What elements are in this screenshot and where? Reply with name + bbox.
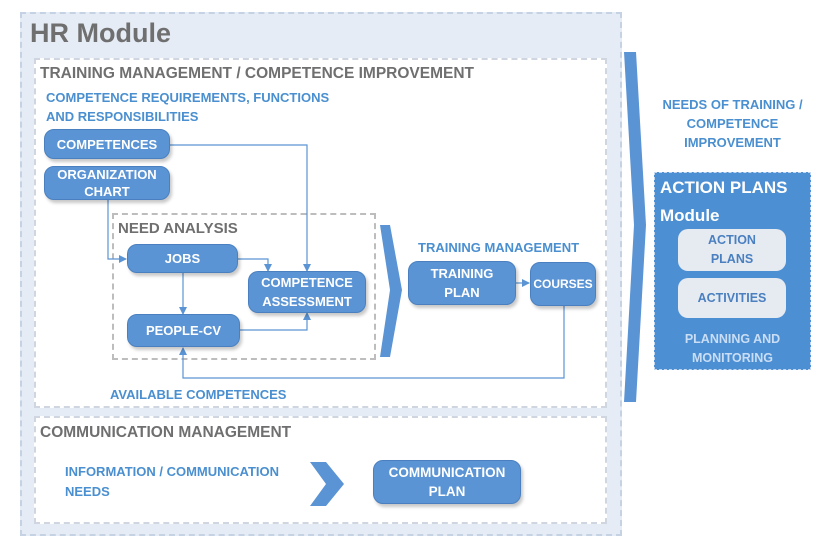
action-plans-node-line2: PLANS <box>710 252 754 266</box>
action-plans-title: ACTION PLANS <box>660 178 788 197</box>
needs-of-training-line1: NEEDS OF TRAINING / <box>662 97 803 112</box>
training-plan-node[interactable]: TRAINING PLAN <box>408 261 516 305</box>
action-plans-module-panel <box>654 172 811 370</box>
needs-of-training-line2: COMPETENCE <box>686 116 779 131</box>
need-analysis-box <box>112 213 376 360</box>
action-plans-subtitle: Module <box>660 206 720 225</box>
needs-of-training-label: NEEDS OF TRAINING / COMPETENCE IMPROVEME… <box>650 95 815 152</box>
large-chevron-arrow <box>624 52 646 402</box>
people-cv-node[interactable]: PEOPLE-CV <box>127 314 240 347</box>
jobs-label: JOBS <box>164 251 201 266</box>
connector-jobs-assessment <box>238 258 272 272</box>
need-analysis-title: NEED ANALYSIS <box>118 220 238 237</box>
communication-panel-title: COMMUNICATION MANAGEMENT <box>40 424 292 441</box>
training-plan-label-line2: PLAN <box>444 285 480 300</box>
training-management-panel <box>34 58 607 408</box>
connector-people-assessment <box>240 312 311 331</box>
people-cv-label: PEOPLE-CV <box>145 323 222 338</box>
planning-monitoring-line1: PLANNING AND <box>684 332 781 346</box>
jobs-node[interactable]: JOBS <box>127 244 238 273</box>
activities-label: ACTIVITIES <box>697 290 767 305</box>
action-plans-node-line1: ACTION <box>708 233 756 247</box>
courses-node[interactable]: COURSES <box>530 262 596 306</box>
planning-monitoring-line2: MONITORING <box>691 351 774 365</box>
communication-needs-line2: NEEDS <box>65 484 110 499</box>
available-competences-label: AVAILABLE COMPETENCES <box>110 387 287 402</box>
courses-label: COURSES <box>533 276 593 291</box>
communication-chevron-arrow <box>310 462 344 506</box>
activities-node[interactable]: ACTIVITIES <box>678 278 786 318</box>
requirements-label-line2: AND RESPONSIBILITIES <box>46 109 199 124</box>
competences-label: COMPETENCES <box>56 136 158 152</box>
competences-node[interactable]: COMPETENCES <box>44 129 170 159</box>
competence-assessment-label-line2: ASSESSMENT <box>262 294 352 309</box>
connector-competences-assessment <box>170 144 311 272</box>
training-plan-label-line1: TRAINING <box>430 266 494 281</box>
training-chevron-arrow <box>380 225 402 357</box>
communication-needs-line1: INFORMATION / COMMUNICATION <box>65 464 279 479</box>
competence-assessment-node[interactable]: COMPETENCE ASSESSMENT <box>248 271 366 313</box>
training-panel-title: TRAINING MANAGEMENT / COMPETENCE IMPROVE… <box>40 65 475 82</box>
connector-courses-people <box>179 306 565 379</box>
communication-plan-node[interactable]: COMMUNICATION PLAN <box>373 460 521 504</box>
requirements-label-line1: COMPETENCE REQUIREMENTS, FUNCTIONS <box>46 90 330 105</box>
communication-plan-label-line1: COMMUNICATION <box>388 465 506 480</box>
organization-chart-node[interactable]: ORGANIZATION CHART <box>44 166 170 200</box>
connector-orgchart-jobs <box>107 197 127 263</box>
hr-module-title: HR Module <box>30 18 171 48</box>
needs-of-training-line3: IMPROVEMENT <box>684 135 781 150</box>
organization-chart-label-line1: ORGANIZATION <box>57 167 157 182</box>
training-management-label: TRAINING MANAGEMENT <box>418 240 580 255</box>
competence-assessment-label-line1: COMPETENCE <box>261 275 353 290</box>
communication-plan-label-line2: PLAN <box>428 484 466 499</box>
organization-chart-label-line2: CHART <box>84 184 130 199</box>
planning-monitoring-label: PLANNING AND MONITORING <box>660 330 805 368</box>
action-plans-node[interactable]: ACTION PLANS <box>678 229 786 271</box>
